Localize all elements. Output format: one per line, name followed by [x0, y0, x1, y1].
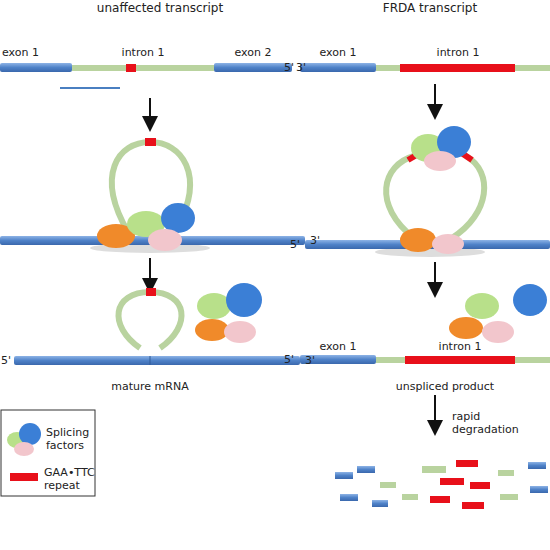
splicing-loop — [0, 138, 305, 253]
region-label: intron 1 — [430, 340, 490, 353]
region-label: intron 1 — [428, 46, 488, 59]
legend-swatch — [10, 473, 38, 481]
region-label: exon 1 — [308, 340, 368, 353]
step-arrow — [149, 258, 151, 286]
step-arrow — [434, 262, 436, 290]
unspliced-product — [300, 284, 550, 364]
unaffected-premrna — [0, 63, 292, 88]
stalled-loop — [305, 126, 550, 257]
region-label: intron 1 — [113, 46, 173, 59]
end-label: 5' — [284, 61, 294, 74]
product-label: mature mRNA — [95, 380, 205, 393]
step-arrow — [434, 84, 436, 112]
panel-title: unaffected transcript — [40, 2, 280, 15]
region-label: exon 1 — [308, 46, 368, 59]
end-label: 5' — [1, 354, 11, 367]
end-label: 3' — [305, 354, 315, 367]
product-label: unspliced product — [385, 380, 505, 393]
end-label: 3' — [296, 61, 306, 74]
legend-box — [1, 410, 95, 496]
end-label: 3' — [310, 234, 320, 247]
step-arrow — [149, 98, 151, 124]
region-label: exon 2 — [223, 46, 283, 59]
rna-fragments — [335, 460, 548, 509]
end-label: 5' — [290, 238, 300, 251]
legend-text: GAA•TTC repeat — [44, 466, 94, 492]
process-label: rapid degradation — [452, 410, 542, 436]
mature-mrna — [14, 283, 300, 365]
region-label: exon 1 — [2, 46, 62, 59]
end-label: 5' — [284, 353, 294, 366]
legend-text: Splicing factors — [46, 426, 94, 452]
step-arrow — [434, 395, 436, 428]
panel-title: FRDA transcript — [330, 2, 530, 15]
frda-premrna — [300, 63, 550, 72]
